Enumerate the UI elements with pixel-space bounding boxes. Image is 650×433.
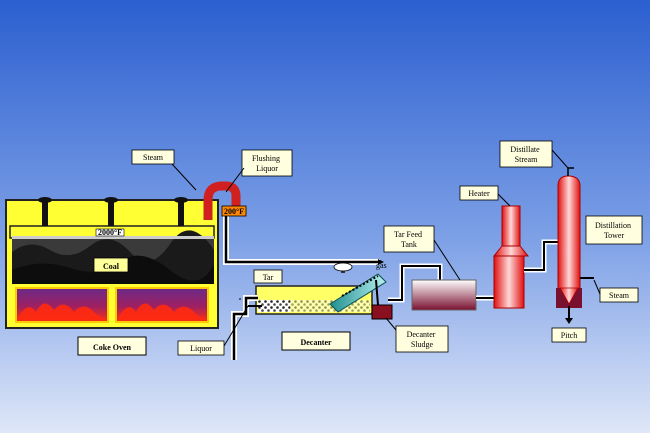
distillation-tower-line2: Tower (604, 231, 625, 240)
coke-oven-label: Coke Oven (93, 343, 132, 352)
steam-top-label: Steam (143, 153, 164, 162)
heater (492, 205, 530, 309)
decanter-label: Decanter (300, 338, 332, 347)
distillation-tower (556, 175, 582, 308)
decanter-sludge-box (371, 304, 393, 320)
distillate-stream-line2: Stream (515, 155, 538, 164)
flushing-liquor-line2: Liquor (256, 164, 278, 173)
tar-feed-tank-label: Tar Feed Tank (394, 230, 424, 249)
flushing-liquor-line1: Flushing (252, 154, 280, 163)
decanter-sludge-label: Decanter Sludge (407, 330, 438, 349)
decanter-sludge-line2: Sludge (411, 340, 434, 349)
temp-oven-label: 2000°F (98, 228, 122, 237)
steam-bottom-label: Steam (609, 291, 630, 300)
decanter-sludge-line1: Decanter (407, 330, 436, 339)
temp-riser-label: 200°F (224, 207, 244, 216)
coal-label: Coal (103, 262, 120, 271)
tar-feed-tank-line2: Tank (401, 240, 417, 249)
distillation-tower-line1: Distillation (595, 221, 631, 230)
distillate-stream-line1: Distillate (510, 145, 540, 154)
liquor-label: Liquor (190, 344, 212, 353)
pitch-label: Pitch (561, 331, 577, 340)
flushing-liquor-label: Flushing Liquor (252, 154, 282, 173)
gas-label: gas (376, 261, 387, 270)
heater-label: Heater (468, 189, 490, 198)
distillate-stream-label: Distillate Stream (510, 145, 541, 164)
riser-pipe (203, 181, 380, 265)
tar-feed-tank-line1: Tar Feed (394, 230, 422, 239)
tar-label: Tar (263, 273, 274, 282)
distillation-tower-label: Distillation Tower (595, 221, 633, 240)
tar-feed-tank (411, 279, 477, 311)
decanter-chute (329, 273, 387, 313)
